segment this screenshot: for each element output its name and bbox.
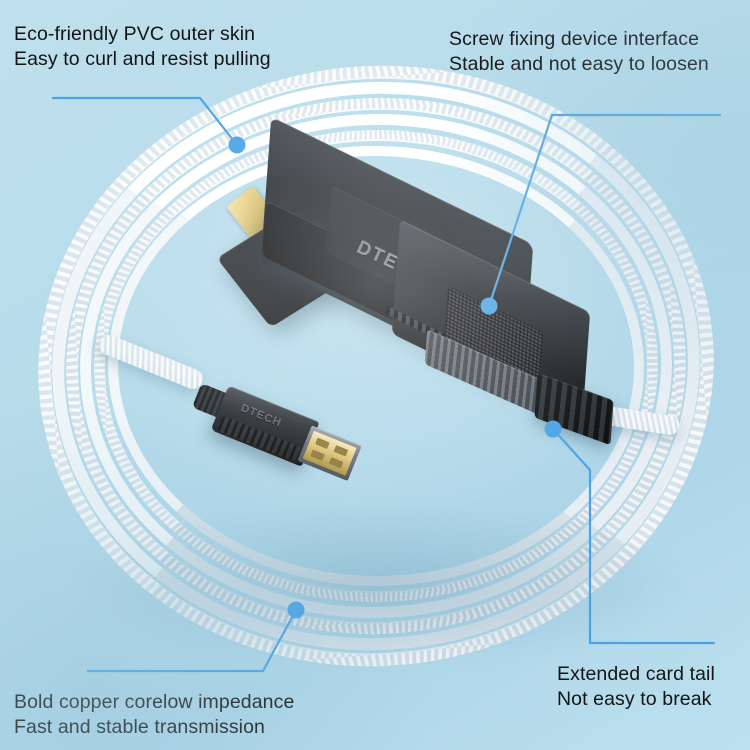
leader-dot-copper-core (287, 601, 305, 619)
leader-line-screw-fixing (487, 113, 722, 308)
coil-shadow (60, 500, 700, 670)
callout-copper-core: Bold copper corelow impedance Fast and s… (14, 690, 294, 740)
callout-outer-skin-line2: Easy to curl and resist pulling (14, 48, 271, 70)
callout-card-tail-line2: Not easy to break (557, 688, 712, 710)
callout-copper-core-line1: Bold copper corelow impedance (14, 691, 295, 713)
leader-line-card-tail (551, 427, 716, 645)
leader-dot-screw-fixing (480, 297, 498, 315)
callout-outer-skin: Eco-friendly PVC outer skin Easy to curl… (14, 22, 271, 72)
callout-copper-core-line2: Fast and stable transmission (14, 716, 265, 738)
leader-line-copper-core (86, 608, 298, 673)
leader-dot-outer-skin (228, 136, 246, 154)
db9-serial-connector: DTECH (216, 116, 614, 448)
callout-outer-skin-line1: Eco-friendly PVC outer skin (14, 23, 256, 45)
callout-screw-fixing-line2: Stable and not easy to loosen (449, 53, 709, 75)
callout-screw-fixing-line1: Screw fixing device interface (449, 28, 700, 50)
callout-card-tail-line1: Extended card tail (557, 663, 715, 685)
leader-dot-card-tail (544, 420, 562, 438)
callout-screw-fixing: Screw fixing device interface Stable and… (449, 27, 709, 77)
leader-line-outer-skin (51, 96, 239, 147)
callout-card-tail: Extended card tail Not easy to break (557, 662, 715, 712)
